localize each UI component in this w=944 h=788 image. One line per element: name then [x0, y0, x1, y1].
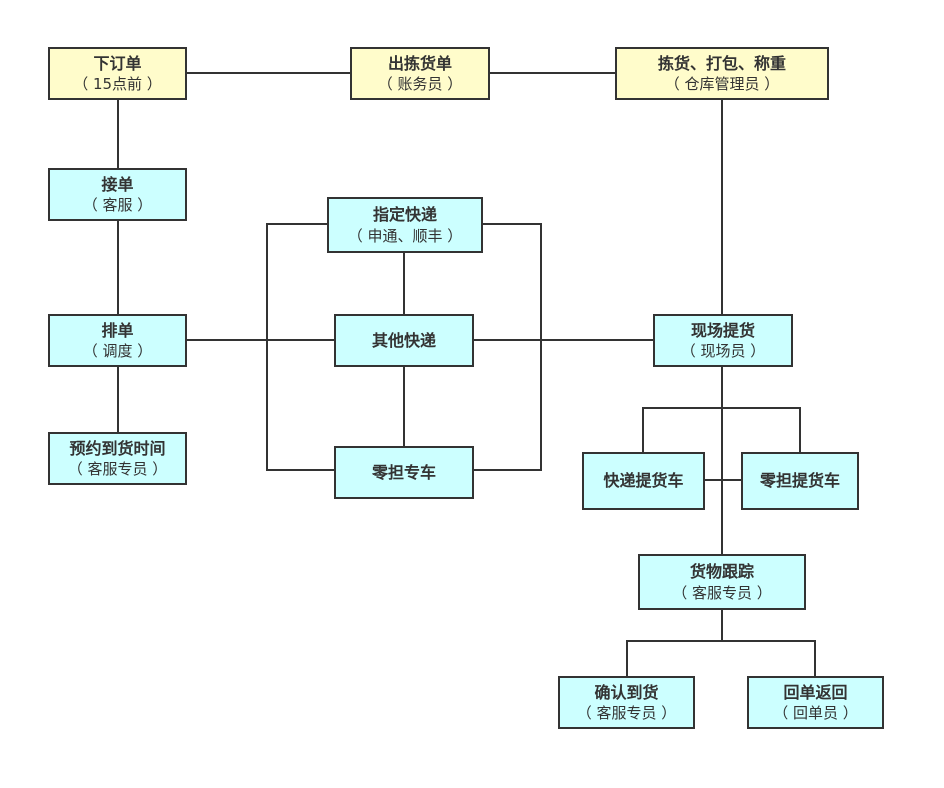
node-subtitle: （ 调度 ） [82, 342, 153, 361]
node-title: 指定快递 [372, 205, 437, 225]
connector [473, 223, 542, 471]
node-title: 零担提货车 [759, 471, 840, 491]
node-subtitle: （ 回单员 ） [773, 704, 858, 723]
node-title: 拣货、打包、称重 [657, 53, 786, 73]
node-title: 货物跟踪 [689, 562, 754, 582]
node-subtitle: （ 账务员 ） [377, 75, 463, 94]
connector [642, 407, 801, 452]
node-tracking: 货物跟踪 （ 客服专员 ） [638, 554, 806, 610]
node-title: 排单 [101, 320, 134, 340]
node-subtitle: （ 现场员 ） [680, 342, 766, 361]
node-subtitle: （ 客服 ） [82, 196, 153, 215]
node-title: 快递提货车 [603, 471, 684, 491]
node-ltl-truck: 零担专车 [334, 446, 474, 499]
node-express-truck: 快递提货车 [582, 452, 705, 510]
node-title: 预约到货时间 [69, 438, 166, 458]
node-designated-express: 指定快递 （ 申通、顺丰 ） [327, 197, 483, 253]
node-ltl-pickup-truck: 零担提货车 [741, 452, 859, 510]
node-subtitle: （ 申通、顺丰 ） [347, 226, 463, 245]
node-confirm-delivery: 确认到货 （ 客服专员 ） [558, 676, 695, 729]
connector [266, 223, 334, 471]
node-other-express: 其他快递 [334, 314, 474, 367]
node-onsite-pickup: 现场提货 （ 现场员 ） [653, 314, 793, 367]
node-title: 下订单 [93, 53, 142, 73]
connector [626, 640, 816, 676]
node-subtitle: （ 客服专员 ） [67, 460, 168, 479]
node-accept-order: 接单 （ 客服 ） [48, 168, 187, 221]
node-title: 现场提货 [690, 320, 755, 340]
node-subtitle: （ 客服专员 ） [576, 704, 677, 723]
node-title: 零担专车 [371, 462, 436, 482]
node-subtitle: （ 仓库管理员 ） [664, 75, 780, 94]
node-title: 其他快递 [371, 330, 436, 350]
node-pick-list: 出拣货单 （ 账务员 ） [350, 47, 490, 100]
node-title: 出拣货单 [387, 53, 452, 73]
node-schedule: 排单 （ 调度 ） [48, 314, 187, 367]
node-place-order: 下订单 （ 15点前 ） [48, 47, 187, 100]
node-title: 回单返回 [783, 682, 848, 702]
node-appointment: 预约到货时间 （ 客服专员 ） [48, 432, 187, 485]
node-receipt-return: 回单返回 （ 回单员 ） [747, 676, 884, 729]
node-title: 确认到货 [594, 682, 659, 702]
node-subtitle: （ 15点前 ） [73, 75, 162, 94]
node-subtitle: （ 客服专员 ） [672, 583, 772, 602]
node-title: 接单 [101, 174, 134, 194]
node-pack-weigh: 拣货、打包、称重 （ 仓库管理员 ） [615, 47, 829, 100]
